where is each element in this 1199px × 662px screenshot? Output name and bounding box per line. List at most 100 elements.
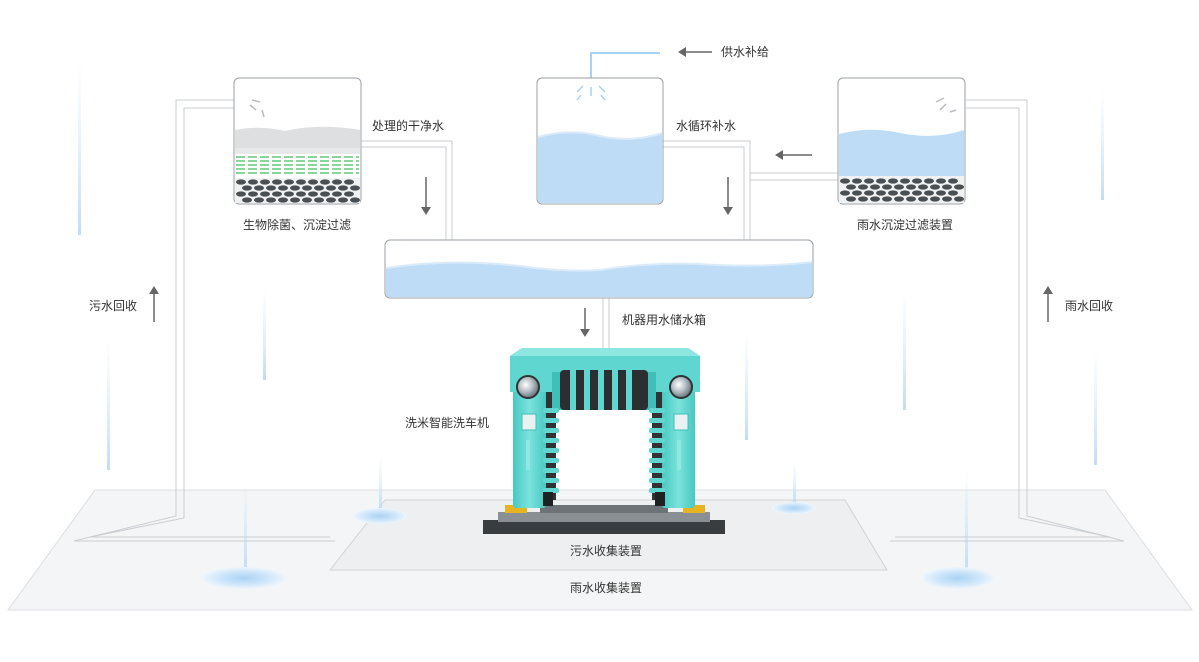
- gravel-pebble: [888, 190, 898, 196]
- gravel-pebble: [248, 191, 258, 197]
- gravel-pebble: [260, 191, 270, 197]
- gravel-pebble: [882, 196, 892, 202]
- gravel-pebble: [864, 190, 874, 196]
- gravel-pebble: [254, 185, 264, 191]
- side-roller-bristle: [543, 438, 559, 443]
- gravel-pebble: [260, 179, 270, 185]
- gravel-pebble: [266, 197, 276, 203]
- gravel-pebble: [918, 196, 928, 202]
- arrow-up-icon: [1043, 286, 1053, 322]
- gravel-pebble: [326, 185, 336, 191]
- gravel-pebble: [320, 179, 330, 185]
- gravel-pebble: [948, 190, 958, 196]
- gravel-pebble: [900, 178, 910, 184]
- side-roller-bristle: [543, 458, 559, 463]
- label-rain-settling: 雨水沉淀过滤装置: [857, 218, 954, 232]
- side-roller-bristle: [649, 418, 665, 423]
- gravel-pebble: [888, 178, 898, 184]
- gravel-pebble: [272, 179, 282, 185]
- circulation-tank: [536, 77, 664, 205]
- gravel-pebble: [942, 196, 952, 202]
- gravel-pebble: [338, 197, 348, 203]
- gravel-pebble: [858, 184, 868, 190]
- side-roller-bristle: [649, 468, 665, 473]
- gravel-pebble: [924, 190, 934, 196]
- gravel-pebble: [954, 184, 964, 190]
- filter-layer: [236, 156, 359, 174]
- side-roller-bristle: [649, 428, 665, 433]
- gravel-pebble: [858, 196, 868, 202]
- gravel-pebble: [876, 190, 886, 196]
- gravel-pebble: [894, 196, 904, 202]
- gravel-pebble: [284, 191, 294, 197]
- gravel-pebble: [290, 185, 300, 191]
- gravel-pebble: [344, 191, 354, 197]
- gravel-pebble: [248, 179, 258, 185]
- label-machine: 洗米智能洗车机: [405, 416, 490, 430]
- supply-pipe: [590, 52, 660, 78]
- arrow-left-icon: [775, 150, 812, 160]
- gravel-pebble: [308, 179, 318, 185]
- gravel-pebble: [924, 178, 934, 184]
- gravel-pebble: [906, 184, 916, 190]
- gravel-pebble: [930, 184, 940, 190]
- side-roller-bristle: [649, 458, 665, 463]
- side-roller-bristle: [649, 408, 665, 413]
- gravel-pebble: [882, 184, 892, 190]
- gravel-pebble: [942, 184, 952, 190]
- gravel-pebble: [296, 179, 306, 185]
- gravel-pebble: [314, 185, 324, 191]
- gravel-pebble: [320, 191, 330, 197]
- label-treated-water: 处理的干净水: [372, 119, 445, 133]
- gravel-pebble: [846, 196, 856, 202]
- gravel-pebble: [284, 179, 294, 185]
- gravel-pebble: [906, 196, 916, 202]
- arrow-down-icon: [580, 308, 590, 337]
- gravel-pebble: [846, 184, 856, 190]
- label-supply: 供水补给: [721, 45, 770, 59]
- label-sewage-recycle: 污水回收: [89, 299, 138, 313]
- side-roller-bristle: [543, 428, 559, 433]
- gravel-pebble: [894, 184, 904, 190]
- gravel-pebble: [350, 185, 360, 191]
- gravel-pebble: [278, 185, 288, 191]
- gravel-pebble: [272, 191, 282, 197]
- gravel-pebble: [236, 179, 246, 185]
- water-drop-icon: [202, 502, 994, 589]
- side-roller-bristle: [543, 468, 559, 473]
- gravel-pebble: [912, 190, 922, 196]
- rain-streaks: [78, 60, 1104, 575]
- label-rain-recycle: 雨水回收: [1065, 299, 1114, 313]
- gravel-pebble: [302, 185, 312, 191]
- side-roller-bristle: [543, 488, 559, 493]
- gravel-pebble: [912, 178, 922, 184]
- side-roller-bristle: [543, 408, 559, 413]
- storage-tank: [384, 239, 814, 299]
- gravel-pebble: [266, 185, 276, 191]
- gravel-pebble: [332, 179, 342, 185]
- gravel-pebble: [948, 178, 958, 184]
- gravel-pebble: [852, 178, 862, 184]
- gravel-pebble: [852, 190, 862, 196]
- gravel-pebble: [308, 191, 318, 197]
- gravel-pebble: [242, 197, 252, 203]
- gravel-pebble: [954, 196, 964, 202]
- side-roller-bristle: [649, 438, 665, 443]
- rain-settling-tank: [837, 77, 966, 205]
- side-roller-bristle: [649, 478, 665, 483]
- side-roller-bristle: [543, 478, 559, 483]
- side-roller-bristle: [543, 418, 559, 423]
- gravel-pebble: [302, 197, 312, 203]
- gravel-pebble: [930, 196, 940, 202]
- gravel-pebble: [870, 184, 880, 190]
- gravel-pebble: [840, 190, 850, 196]
- gravel-pebble: [290, 197, 300, 203]
- gravel-pebble: [278, 197, 288, 203]
- gravel-pebble: [900, 190, 910, 196]
- gravel-pebble: [326, 197, 336, 203]
- label-sewage-collection: 污水收集装置: [570, 544, 643, 558]
- arrow-down-icon: [421, 177, 431, 215]
- gravel-pebble: [870, 196, 880, 202]
- bio-filter-tank: [233, 77, 362, 205]
